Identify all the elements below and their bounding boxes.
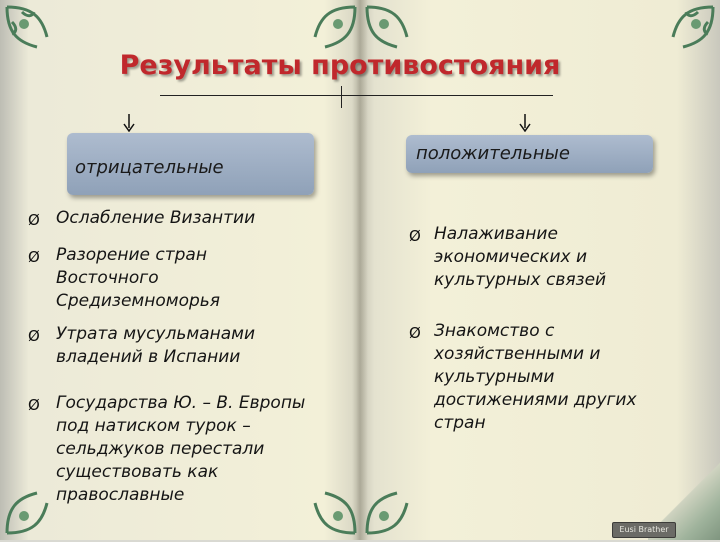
negative-item-line: православные bbox=[56, 485, 185, 505]
corner-ornament-top-middle-right-icon bbox=[362, 2, 432, 72]
negative-item-line: под натиском турок – bbox=[56, 416, 251, 436]
arrow-down-right-icon bbox=[519, 114, 531, 132]
corner-ornament-top-right-icon bbox=[648, 2, 718, 72]
corner-ornament-top-left-icon bbox=[2, 2, 72, 72]
book-spine bbox=[352, 0, 368, 540]
negative-item-line: существовать как bbox=[56, 462, 219, 482]
positive-item-line: культурными bbox=[434, 367, 555, 387]
negative-item-line: Государства Ю. – В. Европы bbox=[56, 393, 306, 413]
positive-item-line: Налаживание bbox=[434, 224, 558, 244]
positive-category-box: положительные bbox=[406, 135, 653, 173]
positive-item-line: стран bbox=[434, 413, 486, 433]
connector-horizontal-line bbox=[160, 95, 553, 96]
negative-item-line: Восточного bbox=[56, 268, 159, 288]
negative-category-label: отрицательные bbox=[75, 157, 224, 178]
bullet-icon: Ø bbox=[28, 327, 40, 345]
corner-ornament-top-middle-left-icon bbox=[290, 2, 360, 72]
corner-ornament-bottom-middle-left-icon bbox=[290, 468, 360, 538]
bullet-icon: Ø bbox=[28, 248, 40, 266]
footer-badge: Eusi Brather bbox=[612, 522, 676, 538]
positive-item-line: культурных связей bbox=[434, 270, 607, 290]
negative-category-box: отрицательные bbox=[67, 133, 314, 195]
slide-title: Результаты противостояния bbox=[119, 50, 561, 81]
negative-item-line: Средиземноморья bbox=[56, 291, 221, 311]
negative-item-line: сельджуков перестали bbox=[56, 439, 265, 459]
negative-item-line: Ослабление Византии bbox=[56, 208, 256, 228]
bullet-icon: Ø bbox=[409, 227, 421, 245]
negative-item-line: владений в Испании bbox=[56, 347, 241, 367]
positive-category-label: положительные bbox=[416, 143, 570, 164]
bullet-icon: Ø bbox=[409, 324, 421, 342]
negative-item-line: Утрата мусульманами bbox=[56, 324, 256, 344]
positive-item-line: экономических и bbox=[434, 247, 588, 267]
negative-item-line: Разорение стран bbox=[56, 245, 207, 265]
bullet-icon: Ø bbox=[28, 211, 40, 229]
corner-ornament-bottom-left-icon bbox=[2, 468, 72, 538]
positive-item-line: Знакомство с bbox=[434, 321, 555, 341]
corner-ornament-bottom-middle-right-icon bbox=[362, 468, 432, 538]
arrow-down-left-icon bbox=[123, 114, 135, 132]
bullet-icon: Ø bbox=[28, 396, 40, 414]
positive-item-line: достижениями других bbox=[434, 390, 637, 410]
positive-item-line: хозяйственными и bbox=[434, 344, 601, 364]
connector-vertical-line bbox=[341, 86, 342, 108]
